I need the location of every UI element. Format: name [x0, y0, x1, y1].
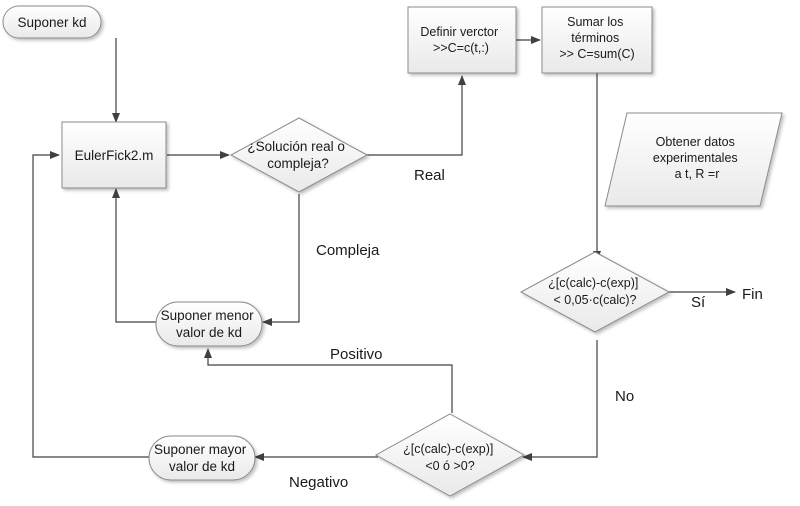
suponer-menor-label: Suponer menor valor de kd: [161, 308, 258, 340]
eulerfick-process: [61, 121, 167, 189]
signo-label: ¿[c(calc)-c(exp)] <0 ó >0?: [403, 442, 497, 473]
solucion-decision: [229, 117, 369, 193]
suponer-kd-terminator: [2, 5, 102, 39]
suponer-menor-terminator: [155, 301, 263, 347]
connectors: [32, 36, 736, 461]
suponer-mayor-label: Suponer mayor valor de kd: [154, 442, 250, 474]
shapes: [2, 5, 783, 497]
edge-solucion-compleja-to-menor: [262, 194, 300, 326]
edge-label-si: Sí: [691, 294, 706, 311]
suponer-mayor-terminator: [148, 435, 256, 481]
solucion-label: ¿Solución real o compleja?: [247, 139, 348, 171]
edge-labels: Real Compleja Sí Fin No Positivo Negativ…: [289, 167, 763, 491]
sumar-label: Sumar los términos >> C=sum(C): [559, 15, 634, 61]
edge-label-fin: Fin: [742, 286, 763, 303]
node-labels: Suponer kd EulerFick2.m ¿Solución real o…: [17, 15, 741, 474]
edge-signo-positivo-to-menor: [204, 348, 453, 413]
edge-label-no: No: [615, 388, 634, 405]
edge-label-compleja: Compleja: [316, 242, 380, 259]
definir-process: [407, 6, 517, 74]
signo-decision: [374, 413, 526, 497]
edge-label-positivo: Positivo: [330, 346, 383, 363]
edge-label-negativo: Negativo: [289, 474, 348, 491]
edge-menor-to-euler: [112, 188, 158, 323]
definir-label: Definir verctor >>C=c(t,:): [420, 25, 501, 55]
edge-mayor-loop-to-euler: [32, 151, 152, 458]
obtener-data-parallelogram: [604, 112, 783, 207]
obtener-label: Obtener datos experimentales a t, R =r: [653, 135, 741, 181]
edge-tolerancia-no-to-signo: [522, 340, 598, 461]
suponer-kd-label: Suponer kd: [17, 15, 86, 30]
eulerfick-label: EulerFick2.m: [75, 148, 154, 163]
tolerancia-label: ¿[c(calc)-c(exp)] < 0,05·c(calc)?: [548, 276, 642, 307]
edge-solucion-real-to-definir: [366, 75, 466, 156]
sumar-process: [541, 6, 653, 74]
tolerancia-decision: [519, 251, 671, 333]
edge-label-real: Real: [414, 167, 445, 184]
